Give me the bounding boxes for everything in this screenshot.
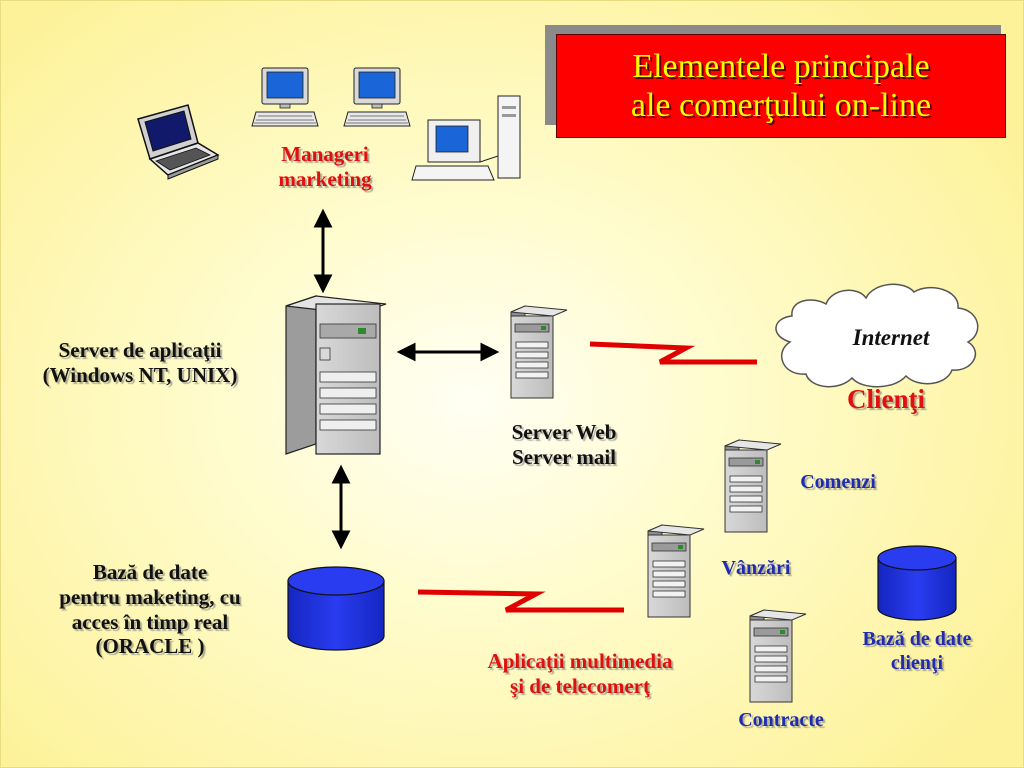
desktop-computer-icon — [251, 67, 319, 127]
clients-label: Clienţi — [847, 384, 925, 414]
arrow-icon — [331, 464, 351, 550]
managers-label-line1: Manageri — [281, 142, 369, 166]
network-link-icon — [589, 341, 757, 365]
clients-database-label-line2: clienţi — [890, 651, 944, 674]
internet-label: Internet — [852, 325, 930, 350]
marketing-database-label-line4: (ORACLE ) — [95, 634, 205, 659]
managers-label: Manageri marketing — [262, 142, 388, 192]
desktop-computer-icon — [343, 67, 411, 127]
app-server-label: Server de aplicaţii (Windows NT, UNIX) — [8, 338, 272, 388]
contracts-label: Contracte — [738, 709, 824, 731]
app-server-label-line2: (Windows NT, UNIX) — [42, 362, 238, 387]
multimedia-label: Aplicaţii multimedia şi de telecomerţ — [460, 649, 700, 699]
clients-database-label-line1: Bază de date — [862, 628, 972, 650]
clients-database-label: Bază de date clienţi — [842, 628, 992, 675]
sales-label: Vânzări — [721, 557, 791, 579]
arrow-icon — [313, 208, 333, 294]
laptop-icon — [137, 104, 220, 180]
marketing-database-label-line2: pentru maketing, cu — [59, 584, 241, 609]
web-server-label: Server Web Server mail — [486, 420, 642, 470]
server-tower-icon — [749, 609, 807, 703]
web-server-label-line2: Server mail — [512, 444, 616, 469]
title-box: Elementele principale ale comerţului on-… — [556, 34, 1006, 138]
app-server-label-line1: Server de aplicaţii — [58, 338, 222, 362]
marketing-database-label: Bază de date pentru maketing, cu acces î… — [20, 560, 280, 659]
server-tower-icon — [285, 295, 387, 455]
multimedia-label-line1: Aplicaţii multimedia — [487, 649, 673, 673]
tower-computer-icon — [411, 95, 521, 181]
slide-title: Elementele principale ale comerţului on-… — [630, 47, 932, 124]
cloud-icon — [775, 283, 979, 388]
database-cylinder-icon — [287, 566, 385, 651]
network-link-icon — [417, 589, 624, 613]
arrow-icon — [396, 342, 500, 362]
web-server-label-line1: Server Web — [511, 420, 617, 444]
server-tower-icon — [724, 439, 782, 533]
server-tower-icon — [510, 305, 568, 399]
managers-label-line2: marketing — [278, 166, 372, 191]
database-cylinder-icon — [877, 545, 957, 621]
server-tower-icon — [647, 524, 705, 618]
orders-label: Comenzi — [800, 471, 876, 493]
marketing-database-label-line1: Bază de date — [92, 560, 208, 584]
marketing-database-label-line3: acces în timp real — [71, 609, 229, 634]
multimedia-label-line2: şi de telecomerţ — [510, 673, 650, 698]
